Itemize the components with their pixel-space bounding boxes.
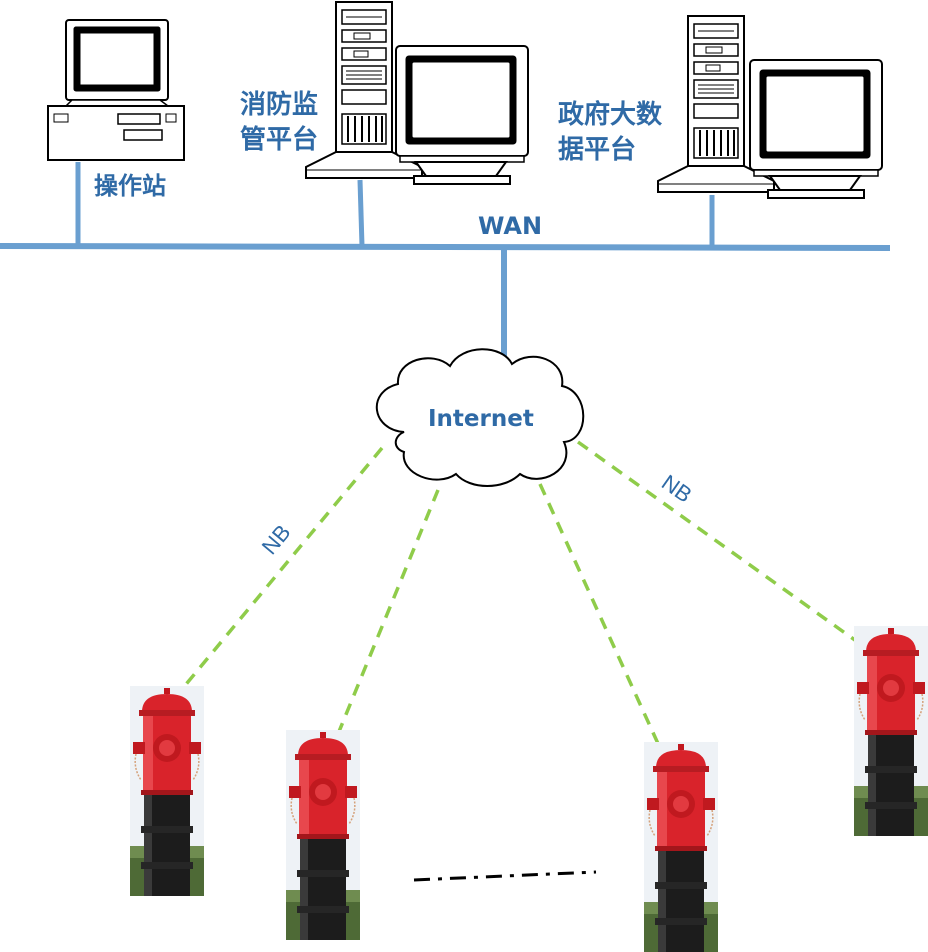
wan-label: WAN [478, 212, 542, 240]
fire-platform-drop-line [357, 179, 365, 247]
fire-hydrant-icon [285, 729, 361, 941]
operator-computer-icon [47, 19, 185, 161]
fire-hydrant-icon [853, 625, 928, 837]
nb-link-hydrant-4 [576, 440, 868, 650]
fire-platform-monitor-icon [395, 45, 529, 185]
cloud-icon [375, 348, 585, 487]
gov-platform-label-line1: 政府大数 [558, 99, 663, 130]
fire-platform-label-line2: 管平台 [240, 124, 318, 155]
nb-left-label: NB [257, 520, 296, 559]
nb-right-label: NB [657, 470, 696, 508]
nb-links [176, 440, 868, 749]
nb-link-hydrant-3 [538, 483, 662, 749]
nb-link-hydrant-1 [176, 446, 384, 696]
internet-label: Internet [428, 406, 534, 432]
fire-platform-label-line1: 消防监 [240, 90, 318, 120]
fire-hydrant-icon [129, 685, 205, 897]
nb-link-hydrant-2 [336, 489, 440, 735]
gov-platform-monitor-icon [749, 59, 883, 199]
wan-backbone [0, 162, 891, 357]
fire-hydrant-icon [643, 741, 719, 952]
wan-bus-line [0, 243, 891, 251]
gov-platform-label-line2: 据平台 [558, 134, 636, 165]
more-devices-ellipsis [413, 870, 597, 882]
operator-station-label: 操作站 [94, 172, 166, 200]
